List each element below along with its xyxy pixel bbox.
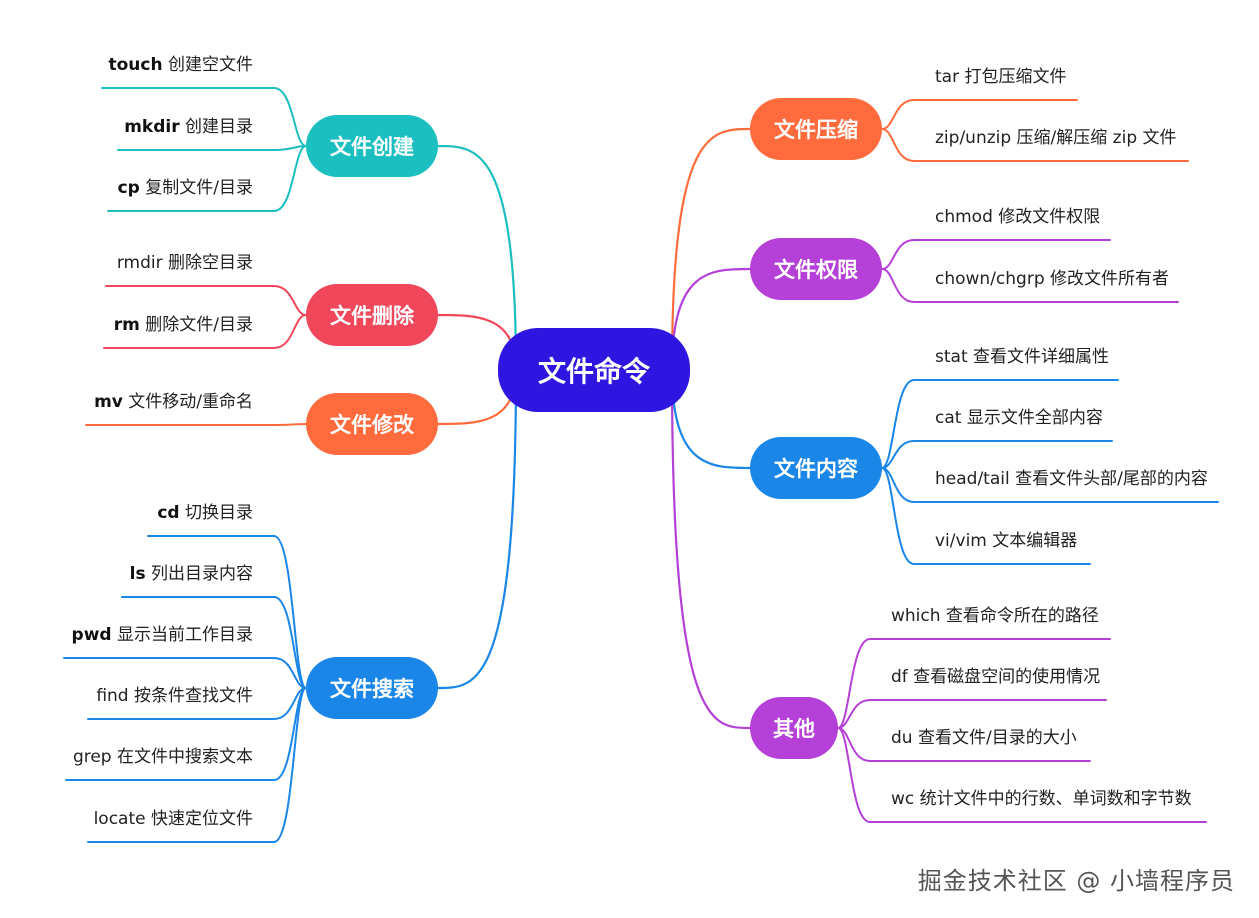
leaf-command: touch [108,55,163,75]
central-topic-node[interactable]: 文件命令 [498,328,690,412]
leaf-4-1: cd 切换目录 [157,503,253,523]
leaf-8-3: du 查看文件/目录的大小 [891,728,1077,748]
leaf-command: mkdir [124,117,180,137]
branch-8-leaf-connector [837,699,1107,729]
leaf-4-2: ls 列出目录内容 [129,564,253,584]
leaf-7-3: head/tail 查看文件头部/尾部的内容 [935,469,1208,489]
branch-1-leaf-connector [117,145,307,151]
leaf-7-4: vi/vim 文本编辑器 [935,531,1078,551]
branch-4-leaf-connector [121,596,307,689]
branch-8-connector [670,368,752,730]
branch-4-leaf-connector [87,687,307,843]
leaf-1-2: mkdir 创建目录 [124,117,253,137]
leaf-5-2: zip/unzip 压缩/解压缩 zip 文件 [935,128,1177,148]
watermark: 掘金技术社区 @ 小墙程序员 [917,867,1235,895]
branch-4-node[interactable]: 文件搜索 [306,657,438,719]
leaf-command: pwd [71,625,112,645]
leaf-4-5: grep 在文件中搜索文本 [72,747,253,767]
leaf-7-1: stat 查看文件详细属性 [935,347,1110,367]
branch-2-leaf-connector [105,285,307,316]
leaf-command: cd [157,503,180,523]
leaf-8-4: wc 统计文件中的行数、单词数和字节数 [891,789,1192,809]
branch-4-leaf-connector [147,535,307,689]
branch-1-connector [436,144,518,372]
branch-6-leaf-connector [881,268,1179,303]
branch-7-node[interactable]: 文件内容 [750,437,882,499]
branch-5-leaf-connector [881,99,1078,130]
leaf-4-6: locate 快速定位文件 [93,809,253,829]
leaf-6-1: chmod 修改文件权限 [935,207,1101,227]
leaf-command: cp [117,178,140,198]
leaf-5-1: tar 打包压缩文件 [935,67,1067,87]
branch-1-node[interactable]: 文件创建 [306,115,438,177]
leaf-6-2: chown/chgrp 修改文件所有者 [935,269,1170,289]
leaf-8-2: df 查看磁盘空间的使用情况 [891,667,1101,687]
leaf-7-2: cat 显示文件全部内容 [935,408,1103,428]
branch-8-leaf-connector [837,727,1207,823]
branch-1-leaf-connector [107,145,307,212]
branch-8-leaf-connector [837,638,1111,729]
leaf-4-3: pwd 显示当前工作目录 [71,625,253,645]
branch-1-leaf-connector [101,87,307,147]
leaf-command: mv [94,392,123,412]
leaf-8-1: which 查看命令所在的路径 [891,606,1099,626]
leaf-3-1: mv 文件移动/重命名 [94,392,253,412]
branch-6-leaf-connector [881,239,1111,270]
branch-7-leaf-connector [881,440,1113,469]
leaf-4-4: find 按条件查找文件 [96,686,253,706]
leaf-2-2: rm 删除文件/目录 [113,315,253,335]
branch-4-leaf-connector [63,657,307,689]
branch-4-connector [436,368,518,690]
branch-2-node[interactable]: 文件删除 [306,284,438,346]
branch-7-leaf-connector [881,467,1091,565]
branch-6-node[interactable]: 文件权限 [750,238,882,300]
branch-5-connector [670,127,752,372]
branch-7-leaf-connector [881,467,1219,503]
leaf-1-3: cp 复制文件/目录 [117,178,253,198]
branch-7-leaf-connector [881,379,1119,469]
branch-2-leaf-connector [103,314,307,349]
branch-3-leaf-connector [85,423,307,426]
leaf-command: rm [113,315,140,335]
leaf-1-1: touch 创建空文件 [108,55,254,75]
leaf-command: ls [129,564,146,584]
branch-3-node[interactable]: 文件修改 [306,393,438,455]
branch-8-node[interactable]: 其他 [750,697,838,759]
leaf-2-1: rmdir 删除空目录 [116,253,253,273]
branch-5-node[interactable]: 文件压缩 [750,98,882,160]
branch-5-leaf-connector [881,128,1189,162]
branch-8-leaf-connector [837,727,1091,762]
